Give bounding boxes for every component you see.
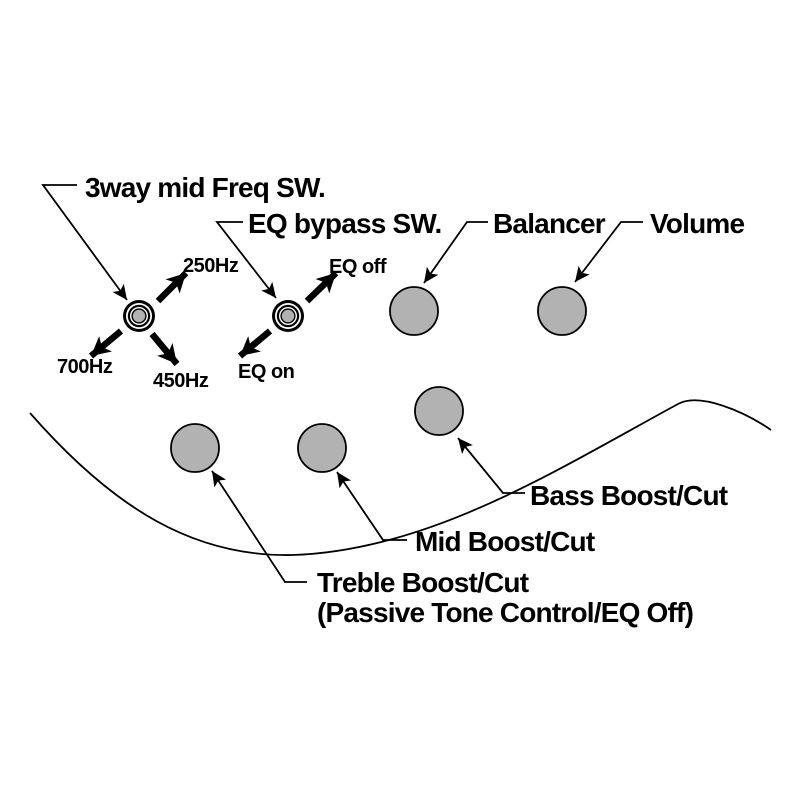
label-eq-bypass-switch: EQ bypass SW. <box>248 208 441 239</box>
treble-knob <box>170 423 220 473</box>
leader-balancer-knob <box>423 221 488 284</box>
label-treble-boost-cut: Treble Boost/Cut <box>317 567 529 598</box>
label-balancer: Balancer <box>493 208 606 239</box>
arrow-eq-off-icon <box>304 270 339 304</box>
leader-mid-freq-switch <box>41 184 128 301</box>
body-outline-curve <box>29 399 772 556</box>
label-700hz: 700Hz <box>57 356 113 378</box>
label-passive-tone-note: (Passive Tone Control/EQ Off) <box>317 597 693 628</box>
label-250hz: 250Hz <box>183 255 239 277</box>
leader-bass-knob <box>457 437 525 494</box>
volume-knob <box>537 286 587 336</box>
bass-knob <box>414 386 464 436</box>
eq-bypass-switch <box>272 300 304 332</box>
label-450hz: 450Hz <box>153 370 209 392</box>
leader-mid-knob <box>336 471 407 541</box>
label-eq-on: EQ on <box>238 361 294 383</box>
label-mid-boost-cut: Mid Boost/Cut <box>415 526 595 557</box>
balancer-knob <box>389 286 439 336</box>
label-eq-off: EQ off <box>329 256 387 278</box>
mid-freq-switch <box>123 300 155 332</box>
arrow-eq-on-icon <box>237 328 273 359</box>
leader-treble-knob <box>211 470 307 583</box>
arrow-700hz-icon <box>88 328 124 359</box>
mid-knob <box>297 423 347 473</box>
arrow-250hz-icon <box>155 270 189 304</box>
label-volume: Volume <box>650 208 744 239</box>
label-mid-freq-switch: 3way mid Freq SW. <box>85 172 325 203</box>
label-bass-boost-cut: Bass Boost/Cut <box>530 480 728 511</box>
arrow-450hz-icon <box>149 331 180 367</box>
leader-volume-knob <box>574 221 643 283</box>
leader-eq-bypass-switch <box>215 221 277 299</box>
